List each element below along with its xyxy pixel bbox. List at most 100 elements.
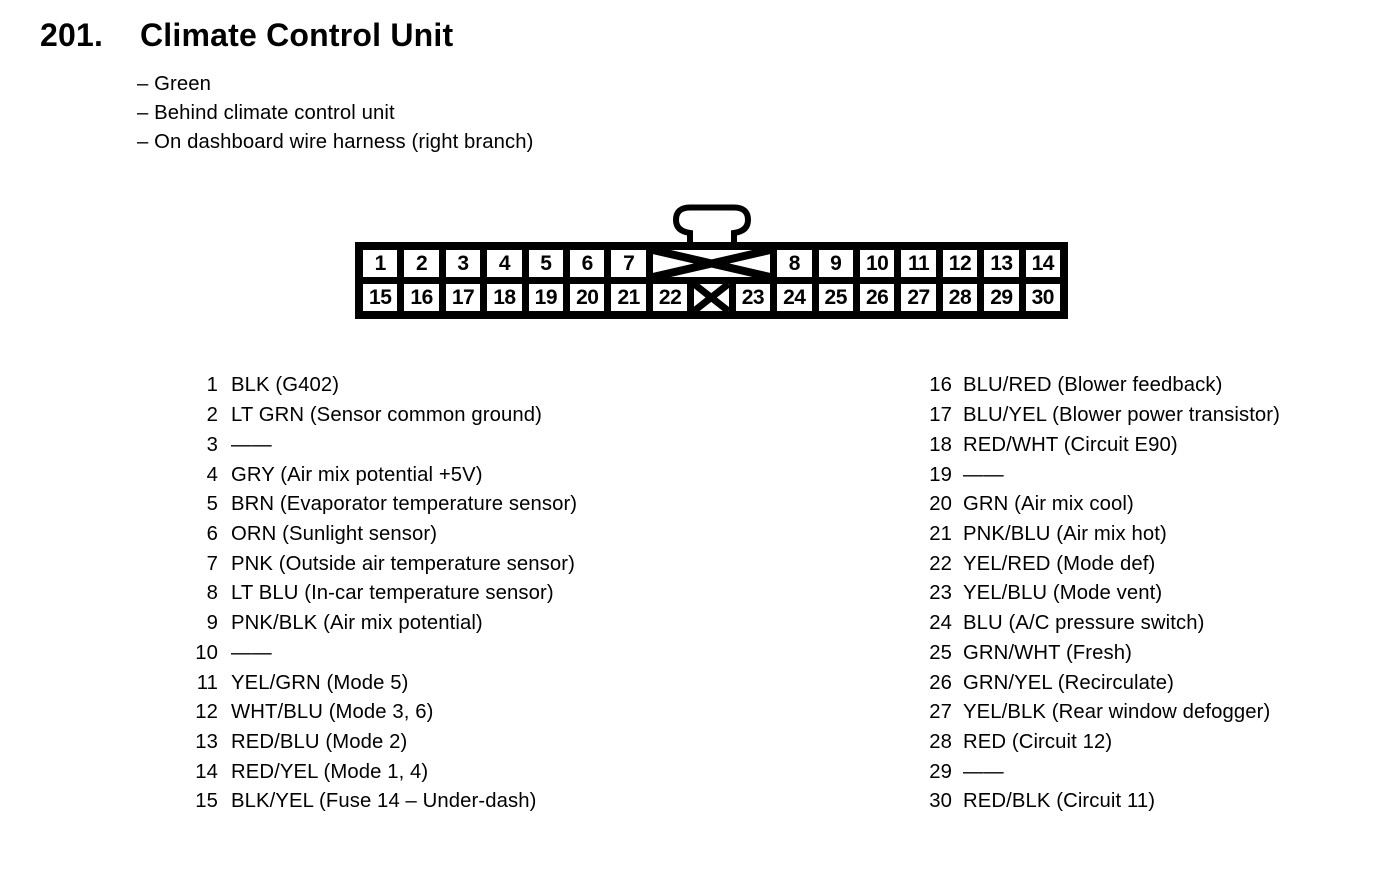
pin-number: 21 xyxy=(929,522,952,545)
pin-description: —— xyxy=(231,641,272,664)
note-line: – On dashboard wire harness (right branc… xyxy=(137,131,534,154)
pin-cell: 11 xyxy=(901,250,936,277)
pin-cell: 29 xyxy=(984,284,1019,311)
pin-number: 28 xyxy=(929,730,952,753)
pin-number: 4 xyxy=(206,463,218,486)
pin-row: 19 —— xyxy=(909,460,1280,490)
pin-cell: 12 xyxy=(942,250,978,277)
pin-number: 25 xyxy=(929,641,952,664)
pin-number: 2 xyxy=(206,404,218,427)
pin-cell: 9 xyxy=(818,250,853,277)
pin-row: 7 PNK (Outside air temperature sensor) xyxy=(188,549,577,579)
pin-description: YEL/GRN (Mode 5) xyxy=(231,671,409,694)
pin-cell: 23 xyxy=(735,284,771,311)
connector-diagram: 1 2 3 4 5 6 7 8 9 10 11 12 13 14 15 16 1… xyxy=(355,204,1068,319)
pin-description: BLK (G402) xyxy=(231,374,340,397)
pin-cell: 15 xyxy=(363,284,398,311)
pin-number: 9 xyxy=(206,612,218,635)
pin-row: 1 BLK (G402) xyxy=(188,371,577,401)
pin-number: 11 xyxy=(196,671,218,694)
pin-description: RED/YEL (Mode 1, 4) xyxy=(231,760,429,783)
pin-row: 27 YEL/BLK (Rear window defogger) xyxy=(909,698,1280,728)
pin-number: 1 xyxy=(206,374,218,397)
pin-row: 29 —— xyxy=(909,757,1280,787)
pin-description: WHT/BLU (Mode 3, 6) xyxy=(231,701,434,724)
pin-cell: 17 xyxy=(445,284,481,311)
pin-description: BLU/YEL (Blower power transistor) xyxy=(963,404,1281,427)
pin-number: 8 xyxy=(206,582,218,605)
pin-cell: 5 xyxy=(528,250,564,277)
pin-description: LT BLU (In-car temperature sensor) xyxy=(231,582,554,605)
pin-number: 3 xyxy=(206,433,218,456)
pin-cell: 3 xyxy=(445,250,481,277)
pin-cell: 13 xyxy=(984,250,1019,277)
pin-description: PNK/BLU (Air mix hot) xyxy=(963,522,1167,545)
pin-number: 12 xyxy=(195,701,218,724)
pin-description: —— xyxy=(963,760,1004,783)
pin-description: GRN/YEL (Recirculate) xyxy=(963,671,1174,694)
pin-row: 17 BLU/YEL (Blower power transistor) xyxy=(909,401,1280,431)
pin-cell: 26 xyxy=(859,284,895,311)
pin-row: 12 WHT/BLU (Mode 3, 6) xyxy=(188,698,577,728)
pin-row: 9 PNK/BLK (Air mix potential) xyxy=(188,609,577,639)
keyway-blocked-cell-icon xyxy=(694,284,729,311)
connector-pin-grid: 1 2 3 4 5 6 7 8 9 10 11 12 13 14 15 16 1… xyxy=(355,242,1068,319)
pin-description: YEL/RED (Mode def) xyxy=(963,552,1156,575)
location-notes: – Green – Behind climate control unit – … xyxy=(137,70,534,158)
pin-cell: 4 xyxy=(487,250,522,277)
pin-row: 10—— xyxy=(188,638,577,668)
connector-latch-icon xyxy=(672,204,752,243)
pin-cell: 21 xyxy=(611,284,646,311)
pin-cell: 19 xyxy=(528,284,564,311)
pin-row: 14 RED/YEL (Mode 1, 4) xyxy=(188,757,577,787)
pin-row: 21 PNK/BLU (Air mix hot) xyxy=(909,520,1280,550)
pin-number: 30 xyxy=(929,790,952,813)
pin-cell: 14 xyxy=(1025,250,1060,277)
pin-number: 27 xyxy=(929,701,952,724)
pin-description: RED/WHT (Circuit E90) xyxy=(963,433,1178,456)
pin-row: 30 RED/BLK (Circuit 11) xyxy=(909,787,1280,817)
pin-description: BRN (Evaporator temperature sensor) xyxy=(231,493,578,516)
pin-row: 3—— xyxy=(188,430,577,460)
pin-number: 15 xyxy=(195,790,218,813)
pin-number: 29 xyxy=(929,760,952,783)
pin-number: 26 xyxy=(929,671,952,694)
pin-description: YEL/BLK (Rear window defogger) xyxy=(963,701,1271,724)
pin-number: 17 xyxy=(929,404,952,427)
pin-number: 16 xyxy=(929,374,952,397)
pin-number: 13 xyxy=(195,730,218,753)
pin-row: 4 GRY (Air mix potential +5V) xyxy=(188,460,577,490)
pin-cell: 10 xyxy=(859,250,895,277)
pin-description: —— xyxy=(963,463,1004,486)
pin-cell: 30 xyxy=(1025,284,1060,311)
pin-cell: 22 xyxy=(652,284,688,311)
pin-number: 7 xyxy=(206,552,218,575)
pin-description: PNK (Outside air temperature sensor) xyxy=(231,552,576,575)
pin-cell: 8 xyxy=(777,250,812,277)
note-line: – Behind climate control unit xyxy=(137,102,395,125)
pin-description: RED/BLK (Circuit 11) xyxy=(963,790,1156,813)
pin-cell: 24 xyxy=(777,284,812,311)
pin-cell: 6 xyxy=(570,250,605,277)
pin-description: GRY (Air mix potential +5V) xyxy=(231,463,483,486)
pin-row: 26 GRN/YEL (Recirculate) xyxy=(909,668,1280,698)
pin-number: 22 xyxy=(929,552,952,575)
pin-row: 8 LT BLU (In-car temperature sensor) xyxy=(188,579,577,609)
pin-cell: 16 xyxy=(404,284,439,311)
pin-description: GRN/WHT (Fresh) xyxy=(963,641,1132,664)
pin-description: BLU (A/C pressure switch) xyxy=(963,612,1205,635)
pin-description: PNK/BLK (Air mix potential) xyxy=(231,612,483,635)
pin-number: 18 xyxy=(929,433,952,456)
section-title: Climate Control Unit xyxy=(140,17,454,53)
pin-number: 14 xyxy=(195,760,218,783)
pin-cell: 25 xyxy=(818,284,853,311)
pin-number: 19 xyxy=(929,463,952,486)
